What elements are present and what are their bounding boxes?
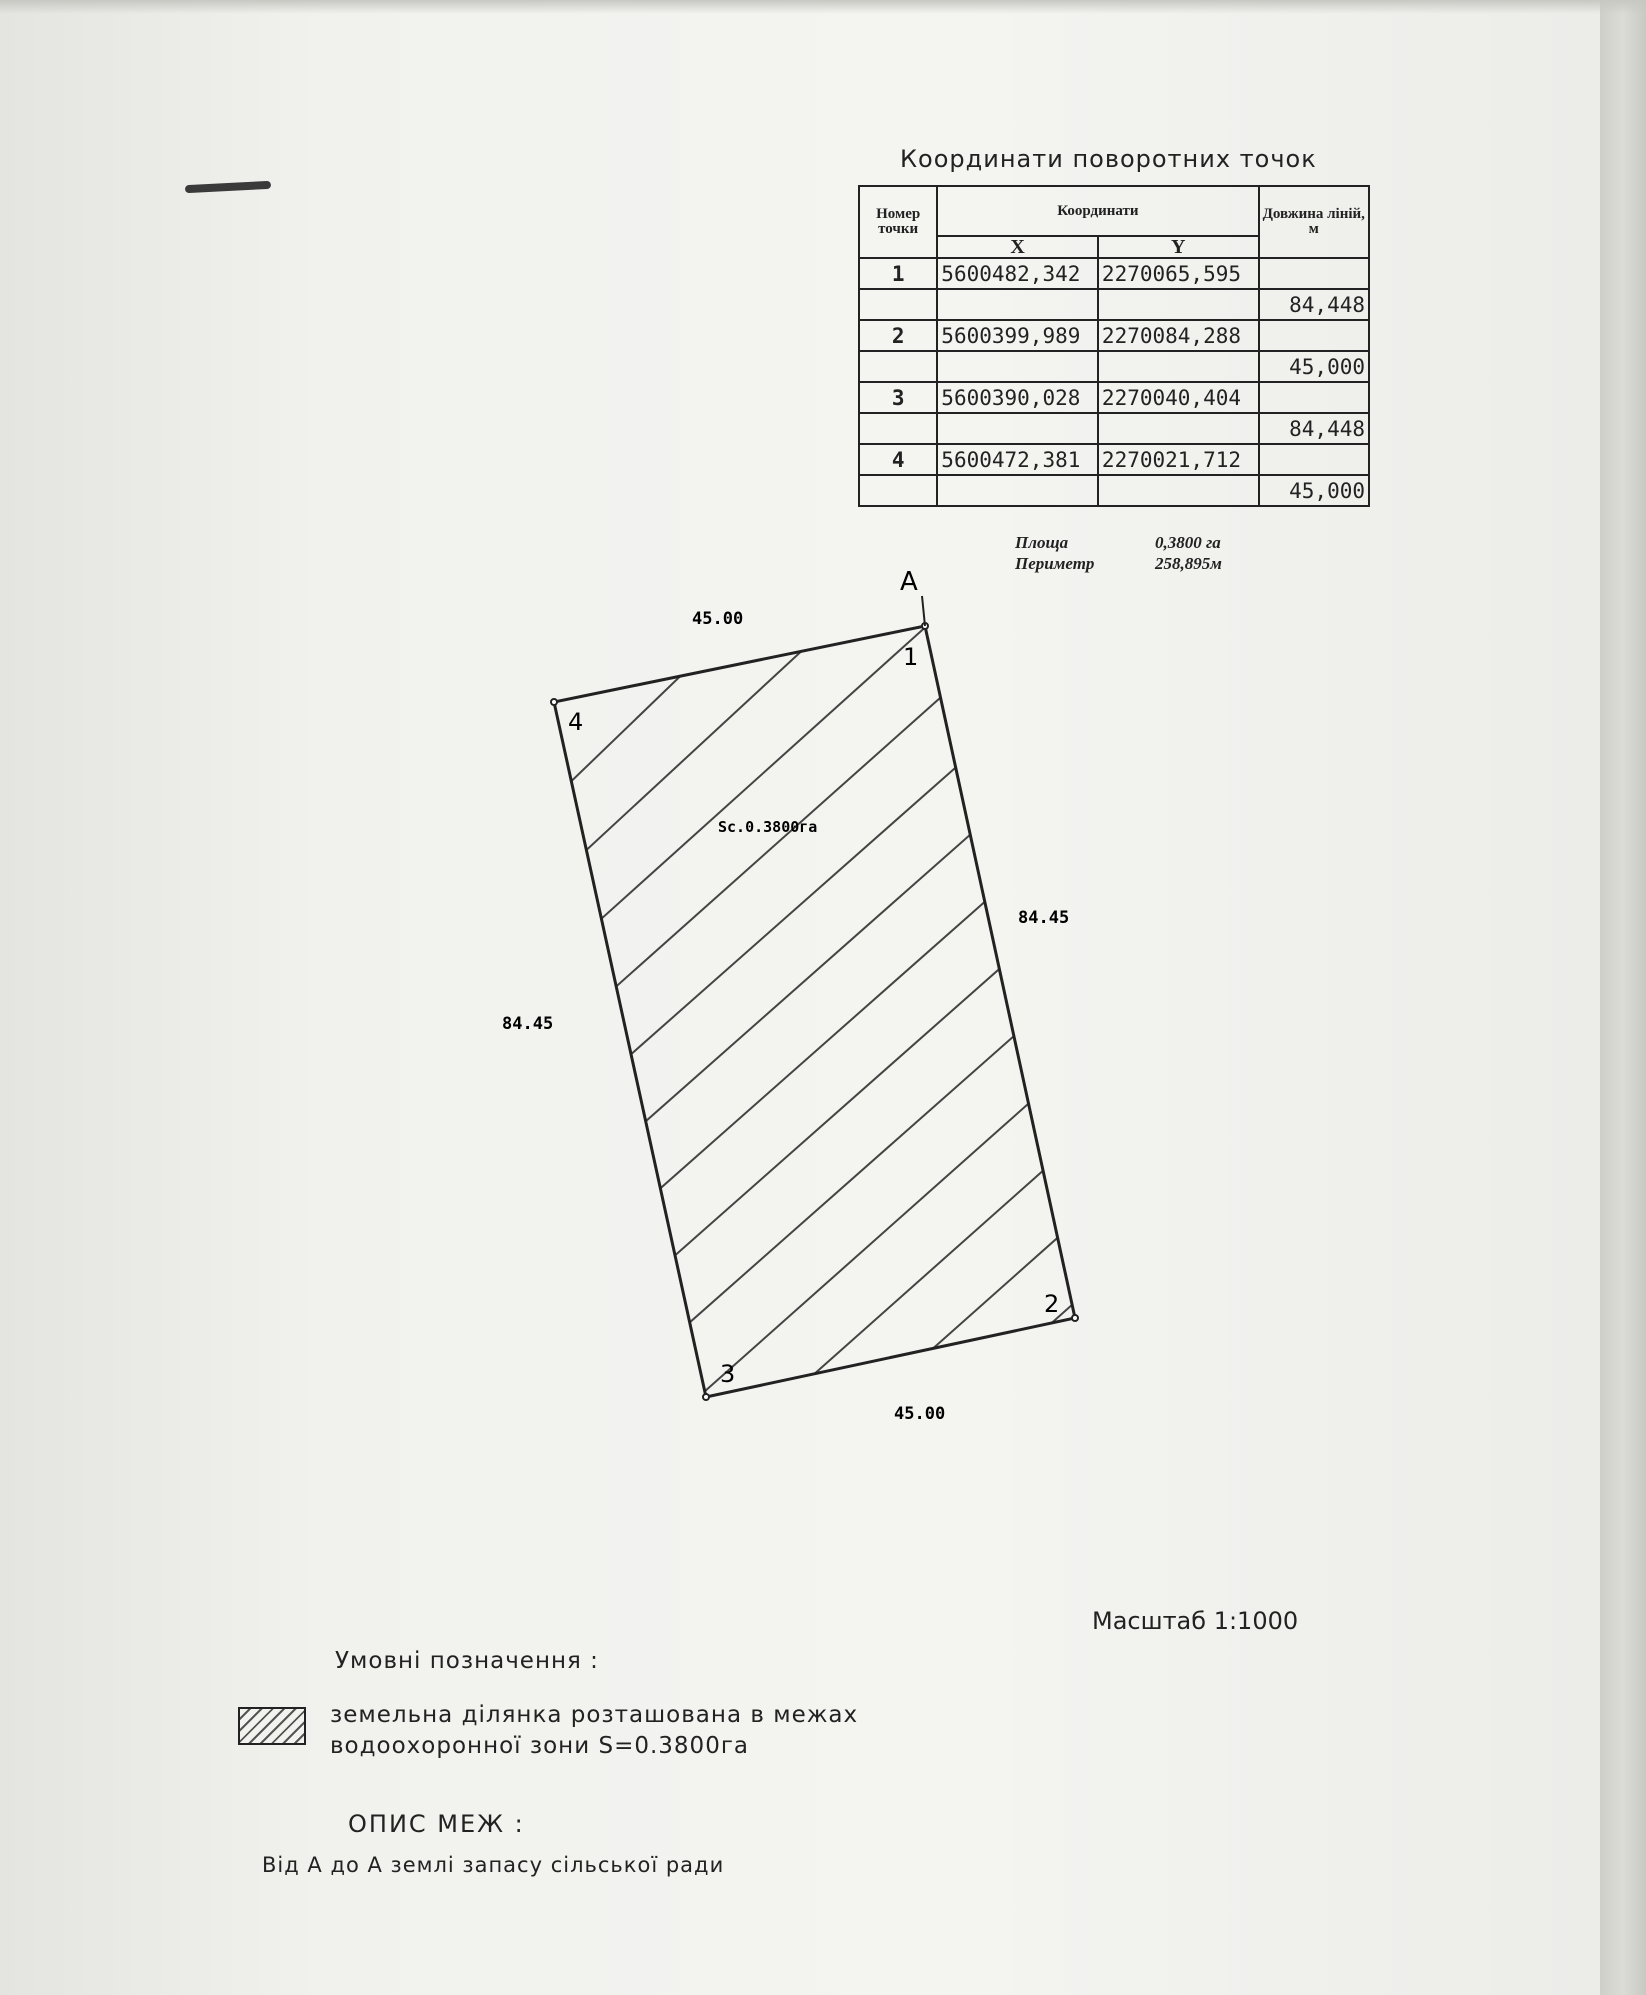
y-value: 2270021,712 (1096, 443, 1260, 476)
x-value: 5600399,989 (936, 319, 1099, 352)
length-value (1257, 319, 1371, 352)
table-row: 2 5600399,989 2270084,288 (857, 319, 1371, 352)
hatch-swatch (238, 1707, 306, 1745)
plot-area-label: Sс.0.3800га (718, 818, 817, 836)
table-row: 4 5600472,381 2270021,712 (857, 443, 1371, 476)
point-label-2: 2 (1044, 1290, 1059, 1318)
boundary-description-title: ОПИС МЕЖ : (348, 1810, 525, 1838)
point-number: 3 (857, 381, 939, 414)
header-x: X (936, 235, 1099, 259)
table-row: 45,000 (857, 474, 1371, 507)
side-label-right: 84.45 (1018, 908, 1069, 928)
coordinates-table-title: Координати поворотних точок (900, 145, 1317, 173)
length-value: 84,448 (1257, 412, 1371, 445)
perimeter-label: Периметр (1015, 554, 1095, 573)
length-value: 45,000 (1257, 474, 1371, 507)
table-row: 3 5600390,028 2270040,404 (857, 381, 1371, 414)
area-label: Площа (1015, 533, 1069, 552)
header-line-length: Довжина ліній, м (1257, 185, 1371, 259)
point-label-4: 4 (568, 708, 583, 736)
length-value (1257, 381, 1371, 414)
area-summary: Площа 0,3800 га Периметр 258,895м (1015, 532, 1222, 574)
point-number (857, 412, 939, 445)
table-row: 45,000 (857, 350, 1371, 383)
length-value: 45,000 (1257, 350, 1371, 383)
plot-boundary (552, 624, 1077, 1399)
vertex-markers (550, 622, 1079, 1401)
side-label-top: 45.00 (692, 609, 743, 629)
top-shadow (0, 0, 1646, 14)
y-value: 2270040,404 (1096, 381, 1260, 414)
point-number (857, 350, 939, 383)
y-value (1096, 288, 1260, 321)
y-value: 2270084,288 (1096, 319, 1260, 352)
point-number: 2 (857, 319, 939, 352)
boundary-description-text: Від А до А землі запасу сільської ради (262, 1853, 725, 1877)
x-value (936, 350, 1099, 383)
header-y: Y (1096, 235, 1260, 259)
y-value (1096, 412, 1260, 445)
y-value: 2270065,595 (1096, 257, 1260, 290)
area-value: 0,3800 га (1155, 533, 1221, 552)
start-point-label: A (900, 567, 918, 597)
point-number: 4 (857, 443, 939, 476)
point-label-1: 1 (903, 643, 918, 671)
length-value (1257, 443, 1371, 476)
y-value (1096, 474, 1260, 507)
x-value (936, 288, 1099, 321)
scale-label: Масштаб 1:1000 (1092, 1607, 1299, 1635)
point-number (857, 288, 939, 321)
length-value: 84,448 (1257, 288, 1371, 321)
legend-line-2: водоохоронної зони S=0.3800га (330, 1733, 750, 1759)
legend-title: Умовні позначення : (335, 1648, 599, 1674)
table-row: 84,448 (857, 412, 1371, 445)
legend-line-1: земельна ділянка розташована в межах (330, 1702, 859, 1728)
point-label-3: 3 (720, 1360, 735, 1388)
coordinates-table: Номер точки Координати Довжина ліній, м … (857, 185, 1371, 507)
x-value (936, 412, 1099, 445)
point-number: 1 (857, 257, 939, 290)
point-number (857, 474, 939, 507)
x-value (936, 474, 1099, 507)
perimeter-value: 258,895м (1155, 554, 1222, 573)
header-point-number: Номер точки (857, 185, 939, 259)
page-fold-edge (1600, 0, 1646, 1995)
header-coordinates: Координати (936, 185, 1260, 237)
table-row: 1 5600482,342 2270065,595 (857, 257, 1371, 290)
start-point-tick (921, 595, 926, 627)
legend-text: земельна ділянка розташована в межах вод… (330, 1700, 858, 1762)
x-value: 5600472,381 (936, 443, 1099, 476)
x-value: 5600482,342 (936, 257, 1099, 290)
length-value (1257, 257, 1371, 290)
y-value (1096, 350, 1260, 383)
x-value: 5600390,028 (936, 381, 1099, 414)
table-row: 84,448 (857, 288, 1371, 321)
side-label-left: 84.45 (502, 1014, 553, 1034)
side-label-bottom: 45.00 (894, 1404, 945, 1424)
